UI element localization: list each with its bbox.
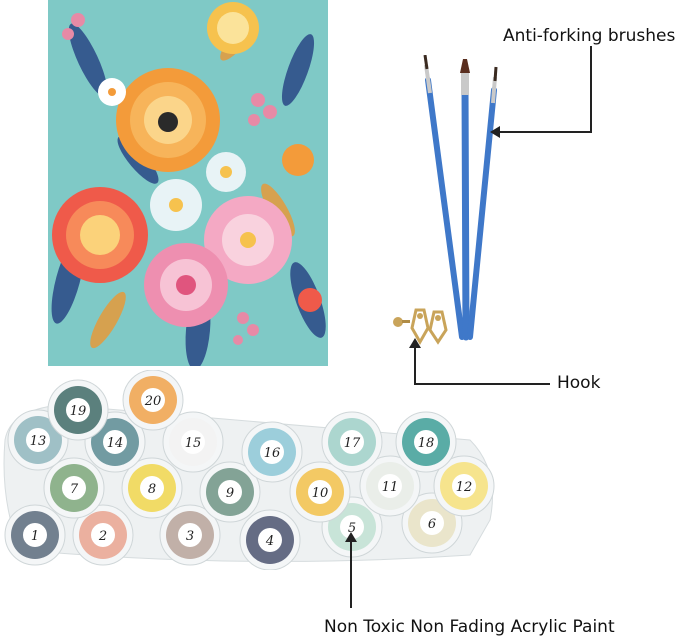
hook-callout-line-h	[414, 383, 550, 385]
paint-pot-number: 20	[144, 394, 162, 409]
paint-pot-number: 13	[30, 434, 47, 449]
paint-arrow-icon	[345, 532, 357, 542]
hook-icon	[393, 308, 448, 346]
hook-label: Hook	[557, 373, 601, 393]
paint-pot-9: 9	[199, 461, 261, 523]
paint-pot-2: 2	[72, 504, 134, 566]
paint-pot-number: 2	[98, 529, 107, 544]
hook-callout-line	[414, 346, 416, 384]
paint-pot-7: 7	[43, 457, 105, 519]
paint-pot-number: 10	[312, 486, 329, 501]
brushes-label: Anti-forking brushes	[503, 26, 676, 46]
brushes-callout-line-h	[498, 131, 592, 133]
paint-label: Non Toxic Non Fading Acrylic Paint	[324, 617, 615, 637]
paint-callout-line	[350, 540, 352, 608]
paint-pot-8: 8	[121, 457, 183, 519]
paint-pot-15: 15	[162, 411, 224, 473]
paint-pot-20: 20	[122, 369, 184, 431]
brushes-callout-line	[590, 46, 592, 132]
paint-pot-number: 11	[382, 480, 399, 495]
paint-pot-number: 5	[348, 521, 356, 536]
paint-pot-number: 14	[107, 436, 124, 451]
paint-pot-17: 17	[321, 411, 383, 473]
sawtooth-hooks	[388, 302, 458, 352]
paint-pot-4: 4	[239, 509, 301, 571]
paint-pot-number: 4	[265, 534, 274, 549]
paint-pot-1: 1	[4, 504, 66, 566]
floral-painting-art	[48, 0, 328, 366]
hook-arrow-icon	[409, 338, 421, 348]
paint-pot-number: 17	[344, 436, 361, 451]
paint-pot-18: 18	[395, 411, 457, 473]
paint-pot-number: 6	[428, 517, 436, 532]
paint-pot-number: 3	[186, 529, 194, 544]
paint-pot-16: 16	[241, 421, 303, 483]
paint-pot-number: 16	[264, 446, 281, 461]
paint-pot-number: 7	[70, 482, 79, 497]
floral-painting	[48, 0, 328, 366]
paint-pot-12: 12	[433, 455, 495, 517]
paint-pot-11: 11	[359, 455, 421, 517]
paint-pot-3: 3	[159, 504, 221, 566]
paint-pot-number: 1	[31, 529, 39, 544]
paint-pot-10: 10	[289, 461, 351, 523]
paint-pot-number: 15	[185, 436, 202, 451]
brushes-arrow-icon	[490, 126, 500, 138]
paint-pot-number: 8	[148, 482, 156, 497]
paint-pot-number: 19	[70, 404, 87, 419]
paint-pot-number: 9	[226, 486, 234, 501]
paint-pot-19: 19	[47, 379, 109, 441]
paint-pot-number: 18	[418, 436, 435, 451]
paint-pot-number: 12	[456, 480, 473, 495]
